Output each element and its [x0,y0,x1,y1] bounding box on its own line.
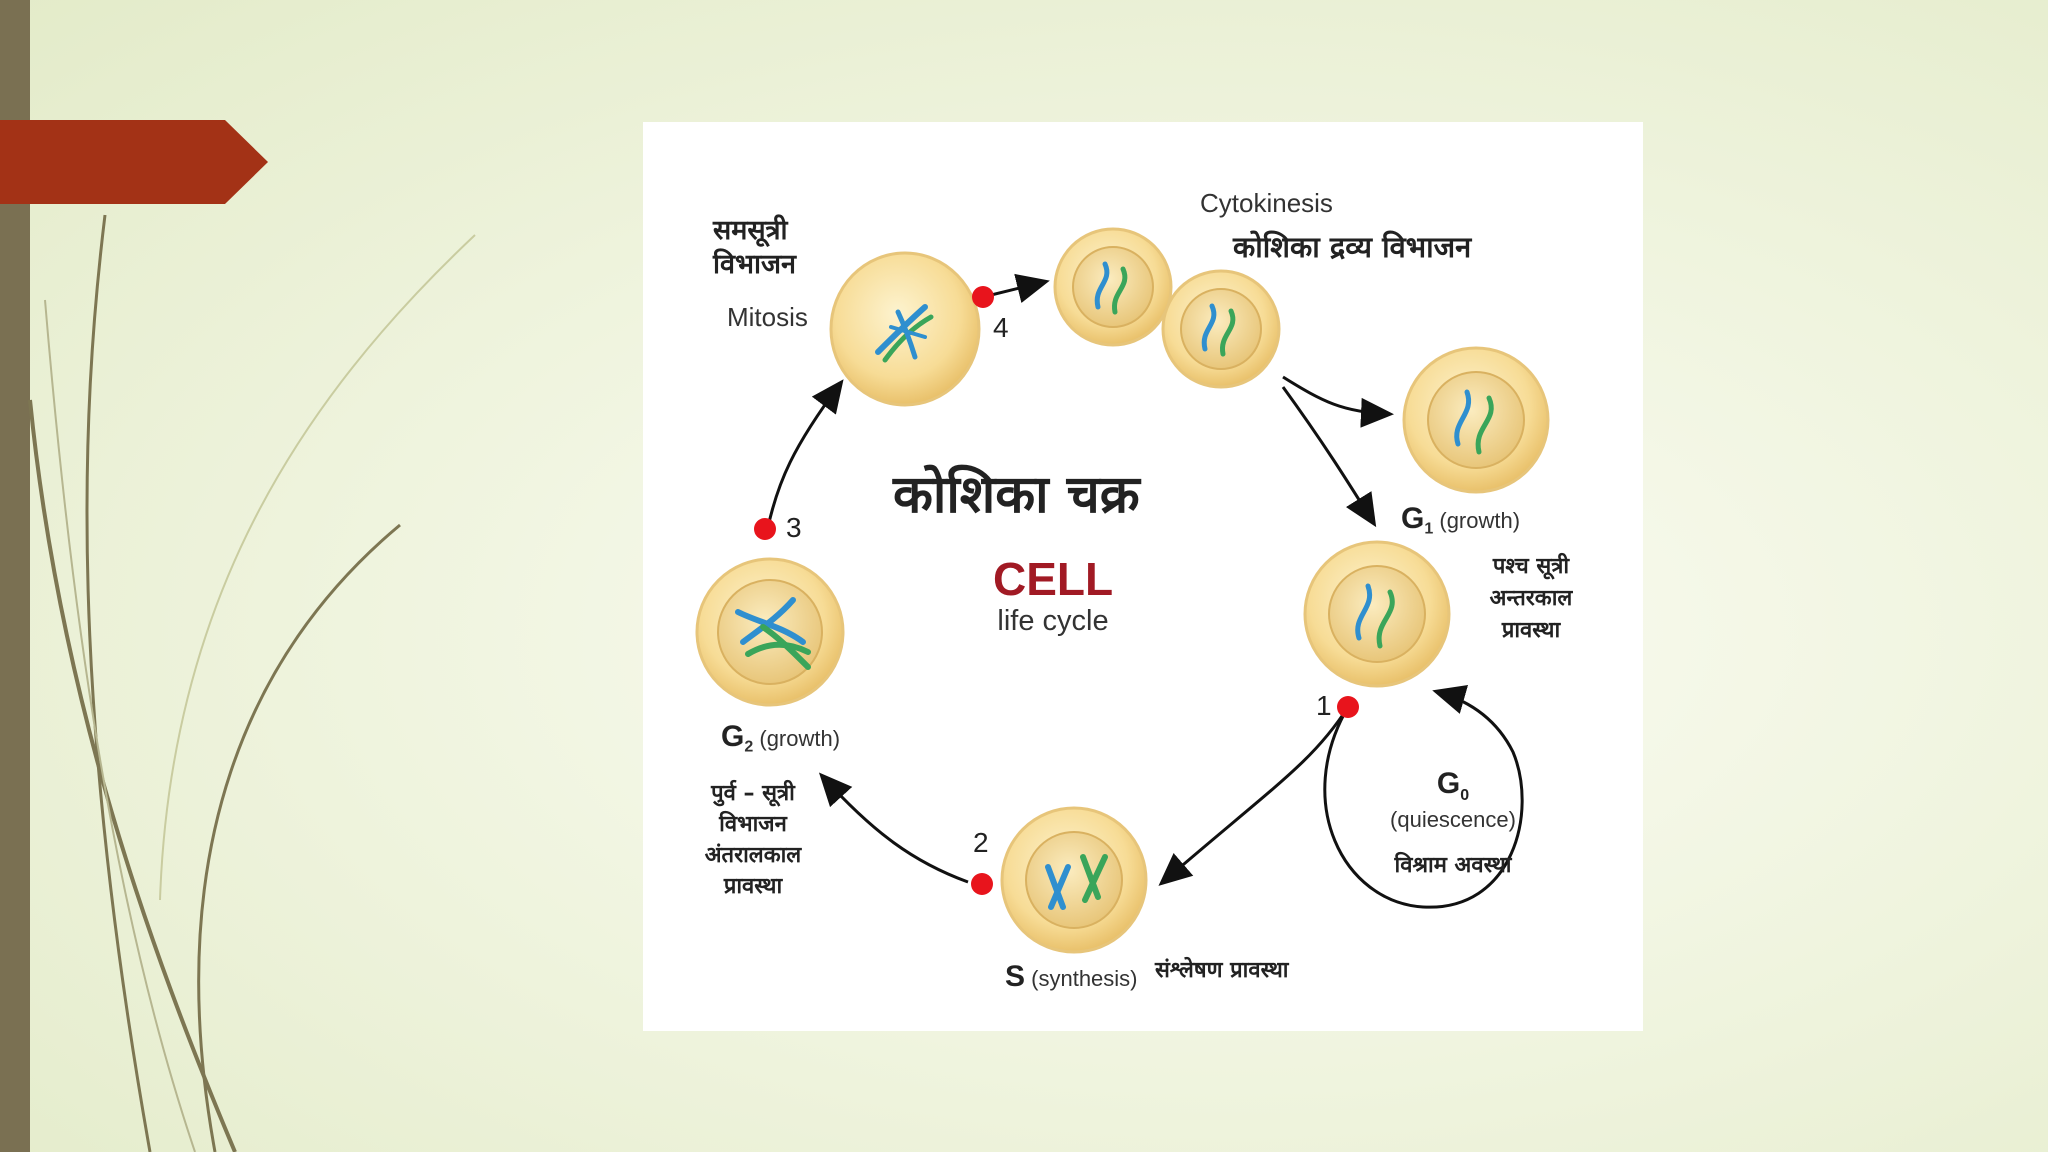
checkpoint-label-4: 4 [993,312,1009,343]
s-phase-cell [1000,806,1148,954]
g1-cell [1402,346,1550,494]
g2-hindi-line4: प्रावस्था [723,874,783,899]
g2-hindi-line2: विभाजन [719,812,787,837]
arrow-cytokinesis-to-g1 [1282,375,1394,428]
cytokinesis-cells [1053,227,1281,389]
g0-subscript: 0 [1460,787,1470,804]
checkpoint-label-3: 3 [786,512,802,543]
g2-cell [695,557,845,707]
arrow-g1-to-s [1158,706,1350,886]
mitosis-hindi-line1: समसूत्री [713,215,788,246]
g1-label: G1 (growth) [1401,502,1520,538]
diagram-title-hindi: कोशिका चक्र [893,465,1140,525]
checkpoint-dot-4 [972,286,994,308]
g2-letter: G [721,720,745,753]
g1-hindi-line2: अन्तरकाल [1489,586,1573,611]
mitosis-cell [829,251,981,407]
g1-subscript: 1 [1424,520,1434,538]
cytokinesis-label-en: Cytokinesis [1200,188,1333,218]
g0-letter: G [1436,767,1461,800]
g2-hindi-line1: पुर्व – सूत्री [711,781,795,806]
g1-hindi-line3: प्रावस्था [1501,618,1561,643]
arrow-g2-to-mitosis [766,379,844,528]
cell-cycle-diagram [695,227,1550,954]
g1-hindi-line1: पश्च सूत्री [1492,554,1570,579]
cell-cycle-diagram-panel: 1 2 3 4 कोशिका चक्र CELL life cycle समसू… [643,122,1643,1031]
interphase-cell [1303,540,1451,688]
arrow-g0-loop [1323,685,1524,909]
s-hindi: संश्लेषण प्रावस्था [1155,958,1289,983]
checkpoint-label-2: 2 [973,827,989,858]
diagram-title-en: CELL [993,553,1114,605]
checkpoint-dot-2 [971,873,993,895]
g2-label: G2 (growth) [721,720,840,756]
s-label: S (synthesis) [1005,960,1138,994]
s-letter: S [1005,960,1026,993]
checkpoint-dot-1 [1337,696,1359,718]
checkpoint-dot-3 [754,518,776,540]
g2-hindi-line3: अंतरालकाल [704,843,802,868]
g1-paren: (growth) [1439,508,1521,533]
g2-paren: (growth) [759,726,841,751]
arrow-cytokinesis-to-interphase [1281,386,1377,528]
g1-letter: G [1401,502,1425,535]
g0-hindi: विश्राम अवस्था [1394,853,1512,878]
g0-paren: (quiescence) [1390,807,1516,832]
mitosis-label-en: Mitosis [727,302,808,332]
diagram-subtitle-en: life cycle [997,605,1109,637]
cytokinesis-label-hindi: कोशिका द्रव्य विभाजन [1233,230,1472,264]
checkpoint-label-1: 1 [1316,690,1332,721]
mitosis-hindi-line2: विभाजन [713,249,796,280]
slide-accent-tab [0,120,268,204]
arrow-s-to-g2 [818,772,969,884]
g0-label: G0 [1383,767,1523,805]
g2-subscript: 2 [744,738,754,756]
s-paren: (synthesis) [1031,966,1138,991]
